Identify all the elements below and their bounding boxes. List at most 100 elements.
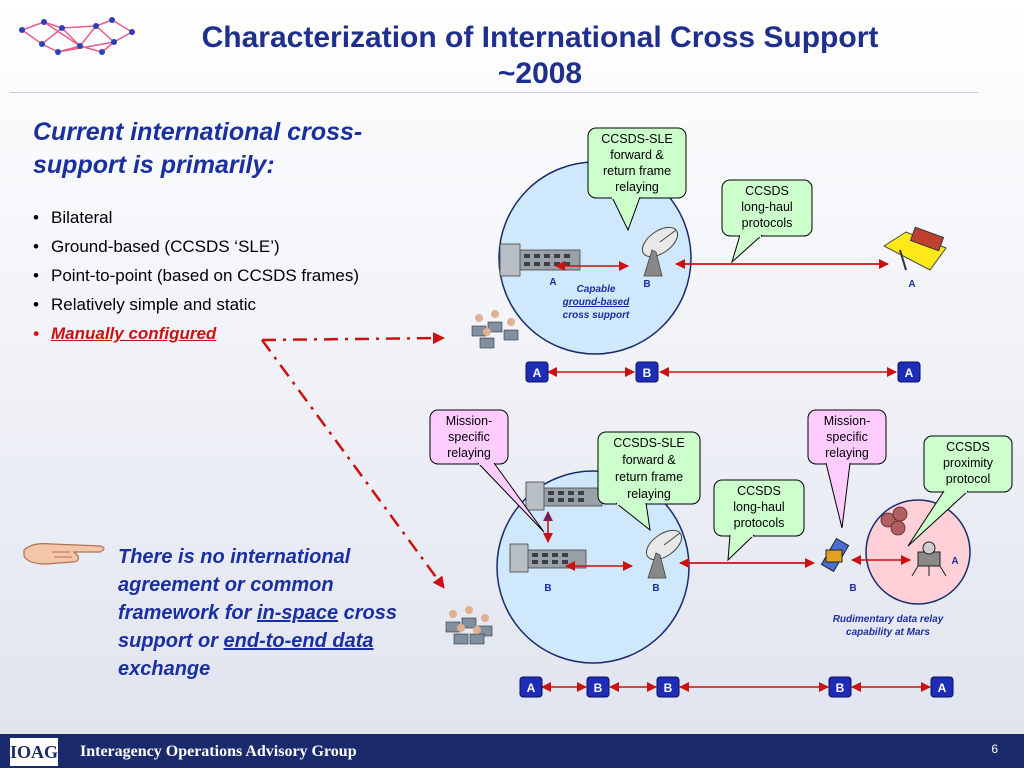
bullet-ground-based: Ground-based (CCSDS ‘SLE’)	[51, 237, 280, 256]
note-part-1: There is no international agreement or c…	[118, 546, 351, 624]
svg-text:protocol: protocol	[946, 472, 990, 486]
bullet-manually-configured: Manually configured	[51, 324, 217, 343]
chain-node	[635, 361, 659, 383]
chain-node	[525, 361, 549, 383]
svg-text:CCSDS-SLE: CCSDS-SLE	[613, 436, 685, 450]
chain-node-label: B	[643, 366, 652, 380]
ioag-logo: IOAG	[10, 738, 58, 766]
svg-text:Mission-: Mission-	[446, 414, 493, 428]
svg-text:CCSDS: CCSDS	[946, 440, 990, 454]
list-item: •Ground-based (CCSDS ‘SLE’)	[33, 237, 280, 256]
callout-mission-left: Mission- specific relaying	[429, 409, 545, 533]
label-relay-bottom: B	[849, 583, 856, 594]
bullet-simple-static: Relatively simple and static	[51, 295, 257, 314]
svg-text:specific: specific	[826, 430, 868, 444]
svg-text:CCSDS: CCSDS	[737, 484, 781, 498]
title-divider	[10, 92, 978, 93]
chain-node	[828, 676, 852, 698]
bullet-bilateral: Bilateral	[51, 208, 113, 227]
relay-orbiter-icon	[820, 537, 850, 573]
note-part-2: cross support or	[118, 602, 398, 652]
page-number: 6	[991, 742, 998, 756]
caption-cross-support: cross support	[563, 310, 630, 321]
svg-text:return frame: return frame	[603, 164, 671, 178]
svg-text:return frame: return frame	[615, 470, 683, 484]
label-building-b-bottom: B	[544, 583, 551, 594]
svg-text:forward &: forward &	[610, 148, 664, 162]
operators-icon	[445, 606, 493, 645]
chain-node-label: B	[836, 681, 845, 695]
cross-support-diagram: A B A Capable ground-based cross support…	[260, 127, 1013, 698]
dash-arrow-bottom	[260, 339, 446, 589]
chain-node-label: A	[533, 366, 542, 380]
list-item: •Relatively simple and static	[33, 295, 257, 314]
mars-lander-icon	[911, 541, 947, 577]
chain-bottom: A B B B A	[519, 676, 954, 698]
svg-text:specific: specific	[448, 430, 490, 444]
svg-text:protocols: protocols	[734, 516, 785, 530]
callout-mission-right: Mission- specific relaying	[807, 409, 887, 529]
title-line-2: ~2008	[497, 57, 583, 90]
svg-text:protocols: protocols	[742, 216, 793, 230]
section-heading: Current international cross- support is …	[33, 116, 433, 182]
note-end-to-end: end-to-end data	[223, 630, 374, 652]
svg-text:long-haul: long-haul	[733, 500, 784, 514]
chain-top: A B A	[525, 361, 921, 383]
svg-text:CCSDS: CCSDS	[745, 184, 789, 198]
svg-text:Mission-: Mission-	[824, 414, 871, 428]
heading-line-2: support is primarily:	[33, 151, 275, 179]
spacecraft-icon	[883, 226, 947, 271]
svg-text:relaying: relaying	[615, 180, 659, 194]
label-spacecraft-top: A	[908, 279, 915, 290]
chain-node-label: A	[527, 681, 536, 695]
callout-longhaul-top: CCSDS long-haul protocols	[721, 179, 813, 264]
caption-ground-based: ground-based	[562, 297, 631, 308]
bullet-point-to-point: Point-to-point (based on CCSDS frames)	[51, 266, 360, 285]
caption-rudimentary: Rudimentary data relay	[833, 614, 944, 625]
callout-sle-top: CCSDS-SLE forward & return frame relayin…	[587, 127, 687, 232]
label-antenna-top: B	[643, 279, 650, 290]
dash-arrow-top	[261, 332, 445, 345]
chain-node	[656, 676, 680, 698]
chain-node	[519, 676, 543, 698]
chain-node	[586, 676, 610, 698]
chain-node	[897, 361, 921, 383]
chain-node-label: A	[905, 366, 914, 380]
list-item: •Bilateral	[33, 208, 113, 227]
svg-text:relaying: relaying	[447, 446, 491, 460]
svg-text:relaying: relaying	[825, 446, 869, 460]
list-item: •Point-to-point (based on CCSDS frames)	[33, 266, 360, 285]
note-in-space: in-space	[256, 602, 339, 624]
chain-node-label: A	[938, 681, 947, 695]
label-antenna-bottom: B	[652, 583, 659, 594]
caption-capable: Capable	[577, 284, 616, 295]
svg-text:long-haul: long-haul	[741, 200, 792, 214]
ground-station-building-icon	[525, 481, 603, 511]
footer-bar	[0, 734, 1024, 768]
characteristics-list: •Bilateral •Ground-based (CCSDS ‘SLE’) •…	[33, 206, 453, 351]
svg-text:proximity: proximity	[943, 456, 994, 470]
label-building-a-bottom: A	[544, 513, 551, 524]
chain-node	[930, 676, 954, 698]
label-lander-bottom: A	[951, 556, 958, 567]
callout-proximity: CCSDS proximity protocol	[907, 435, 1013, 547]
antenna-dish-icon	[641, 226, 679, 277]
operators-icon	[471, 310, 519, 349]
list-item: •Manually configured	[33, 324, 217, 343]
svg-text:forward &: forward &	[622, 453, 676, 467]
caption-mars: capability at Mars	[846, 627, 930, 638]
footer-org-name: Interagency Operations Advisory Group	[80, 743, 357, 760]
callout-sle-bottom: CCSDS-SLE forward & return frame relayin…	[597, 431, 701, 532]
svg-text:relaying: relaying	[627, 487, 671, 501]
note-part-3: exchange	[118, 658, 211, 680]
network-logo-icon	[19, 17, 135, 55]
bottom-note: There is no international agreement or c…	[118, 543, 398, 683]
chain-node-label: B	[594, 681, 603, 695]
chain-node-label: B	[664, 681, 673, 695]
title-line-1: Characterization of International Cross …	[201, 21, 879, 54]
svg-text:CCSDS-SLE: CCSDS-SLE	[601, 132, 673, 146]
callout-longhaul-bottom: CCSDS long-haul protocols	[713, 479, 805, 562]
antenna-dish-icon	[645, 529, 683, 579]
parachute-icon	[880, 506, 908, 536]
page-title: Characterization of International Cross …	[100, 20, 980, 92]
